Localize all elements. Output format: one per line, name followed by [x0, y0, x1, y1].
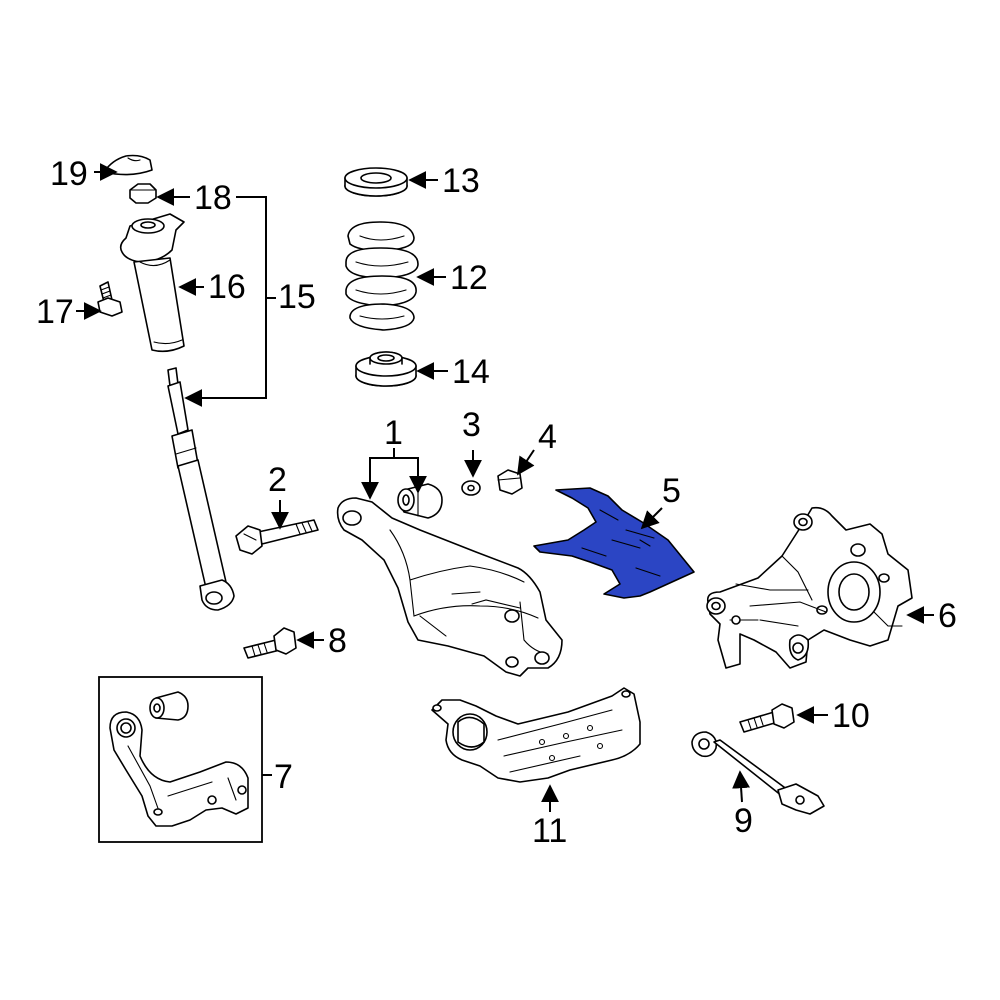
part-7-box: [98, 676, 263, 843]
part-16-mount-boot[interactable]: [119, 213, 185, 353]
callout-14: 14: [452, 353, 490, 391]
part-17-bolt[interactable]: [97, 281, 123, 317]
callout-10: 10: [832, 697, 870, 735]
part-13-upper-seat[interactable]: [344, 167, 408, 197]
part-7-upper-arm[interactable]: [109, 691, 249, 827]
part-11-trailing-arm[interactable]: [431, 687, 641, 783]
part-9-lateral-link[interactable]: [691, 731, 825, 815]
callout-13: 13: [442, 162, 480, 200]
part-3-washer[interactable]: [461, 480, 481, 496]
part-15-shock-absorber[interactable]: [167, 367, 235, 611]
part-5-shield[interactable]: [533, 487, 695, 599]
callout-16: 16: [208, 268, 246, 306]
callout-18: 18: [194, 179, 232, 217]
part-14-lower-seat[interactable]: [355, 351, 417, 387]
part-1-lower-control-arm[interactable]: [336, 483, 563, 677]
callout-3: 3: [462, 406, 481, 444]
part-2-bolt[interactable]: [235, 519, 319, 555]
callout-1: 1: [384, 414, 403, 452]
callout-4: 4: [538, 418, 557, 456]
part-12-coil-spring[interactable]: [345, 221, 419, 331]
callout-15: 15: [278, 278, 316, 316]
leader-lines: [76, 163, 934, 812]
part-18-nut[interactable]: [129, 183, 157, 204]
callout-17: 17: [36, 293, 74, 331]
callout-12: 12: [450, 259, 488, 297]
callout-11: 11: [532, 812, 567, 850]
part-8-bolt[interactable]: [243, 627, 297, 659]
part-6-knuckle[interactable]: [706, 506, 913, 669]
callout-2: 2: [268, 461, 287, 499]
callout-labels: 19 18 16 15 17 13 12 14 1 3 4 2 5 6 8 7 …: [36, 155, 957, 850]
part-10-bolt[interactable]: [739, 703, 795, 733]
callout-5: 5: [662, 472, 681, 510]
callout-7: 7: [274, 758, 293, 796]
callout-8: 8: [328, 622, 347, 660]
callout-6: 6: [938, 597, 957, 635]
callout-19: 19: [50, 155, 88, 193]
part-4-nut[interactable]: [497, 469, 523, 495]
callout-9: 9: [734, 802, 753, 840]
